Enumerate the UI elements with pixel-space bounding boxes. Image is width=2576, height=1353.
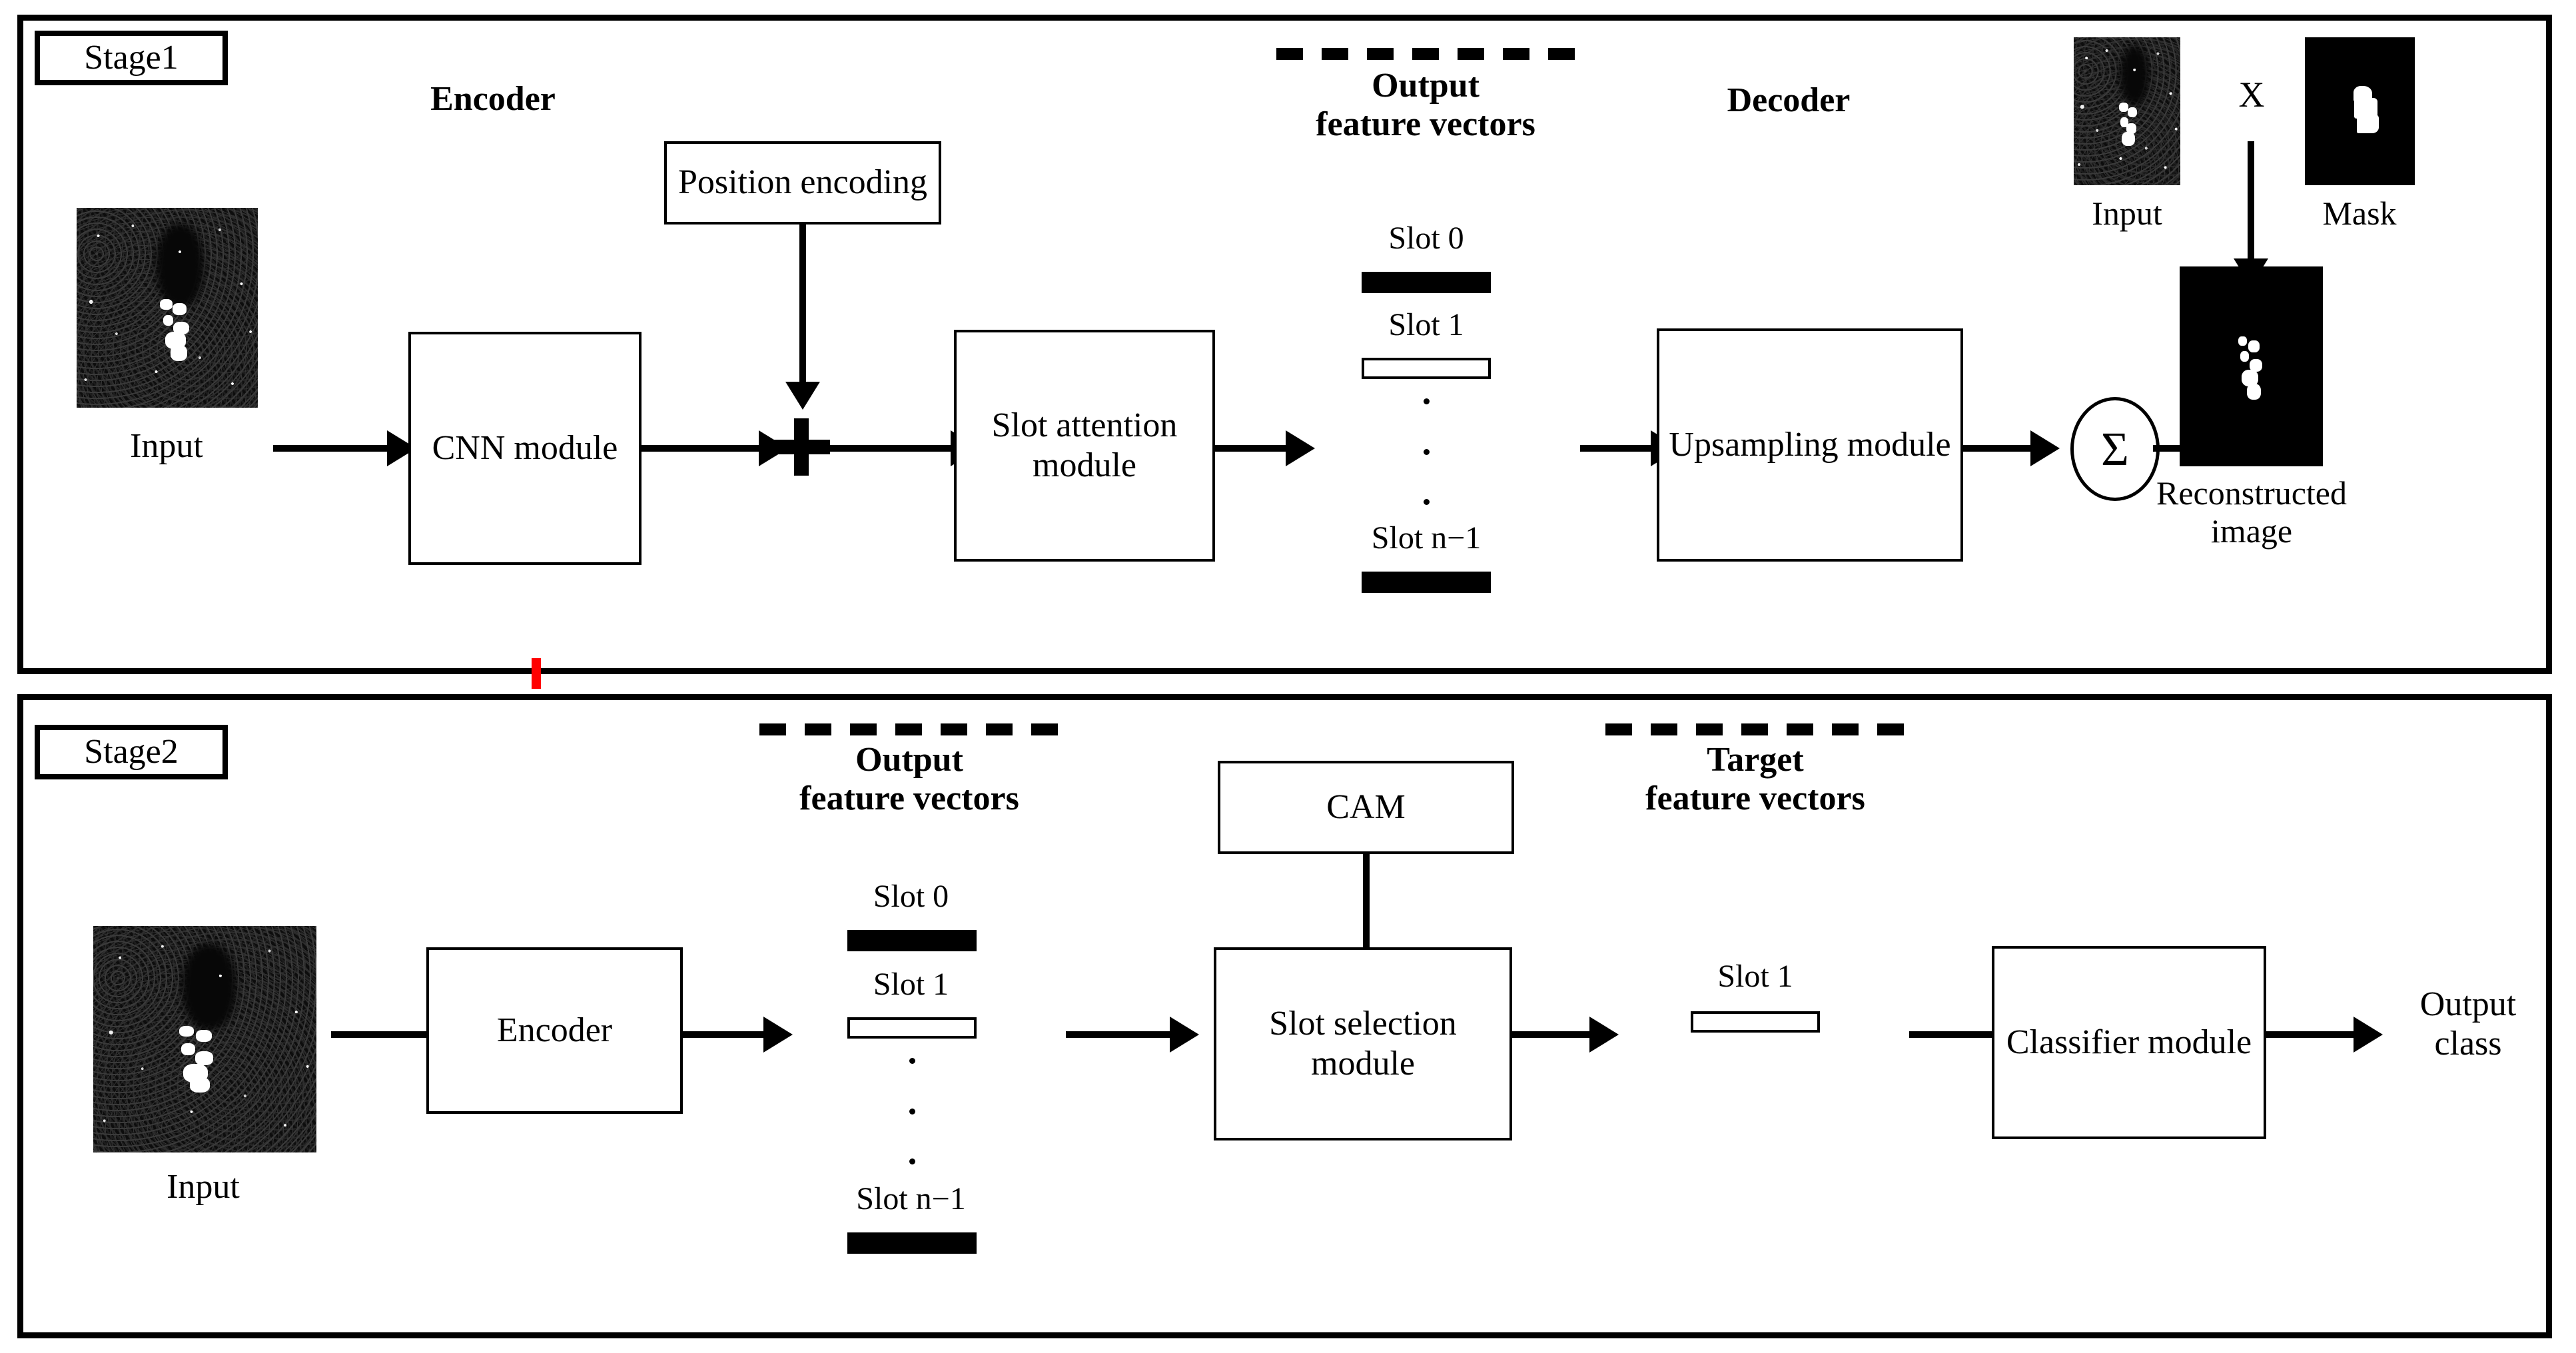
ofv2-border-top bbox=[759, 723, 1063, 729]
ofv2-border-bottom bbox=[759, 729, 1063, 735]
stage1-slotn-label: Slot n−1 bbox=[1371, 520, 1482, 556]
stage2-slot1-label: Slot 1 bbox=[873, 967, 949, 1002]
stage2-encoder-box[interactable]: Encoder bbox=[426, 947, 683, 1114]
encoder-border-right bbox=[1249, 59, 1254, 662]
target-slot1-label: Slot 1 bbox=[1717, 959, 1793, 994]
target-fv-title: Target feature vectors bbox=[1645, 741, 1865, 818]
arrow-slotselection-to-targetfv bbox=[1512, 1031, 1592, 1038]
slot-selection-module-box[interactable]: Slot selection module bbox=[1214, 947, 1512, 1140]
target-blob bbox=[155, 298, 202, 364]
reconstructed-image bbox=[2180, 266, 2323, 466]
stage1-multiply-input-image bbox=[2074, 37, 2180, 185]
target-feature-vectors-group bbox=[1605, 723, 1905, 1323]
stage1-slot1-bar bbox=[1362, 358, 1491, 379]
position-encoding-box[interactable]: Position encoding bbox=[664, 141, 941, 225]
arrow-cnn-to-sum bbox=[642, 445, 761, 452]
encoder-border-left bbox=[331, 59, 336, 662]
arrow-targetfv-to-classifier bbox=[1909, 1031, 1996, 1038]
stage1-output-feature-vectors-group bbox=[1276, 48, 1576, 634]
stage2-slotn-label: Slot n−1 bbox=[856, 1181, 966, 1216]
arrow-stage2input-to-encoder bbox=[331, 1031, 448, 1038]
slot-attention-module-box[interactable]: Slot attention module bbox=[954, 330, 1215, 562]
classifier-module-box[interactable]: Classifier module bbox=[1992, 946, 2266, 1139]
ofv1-border-bottom bbox=[1276, 54, 1576, 60]
arrow-classifier-to-outputclass bbox=[2266, 1031, 2356, 1038]
stage2-slotn-bar bbox=[847, 1232, 977, 1254]
stage1-slot1-label: Slot 1 bbox=[1388, 307, 1464, 342]
stage1-mask-image bbox=[2305, 37, 2415, 185]
tfv-border-bottom bbox=[1605, 729, 1905, 735]
stage1-multiply-input-caption: Input bbox=[2092, 195, 2162, 232]
encoder-border-bottom bbox=[331, 657, 1254, 662]
stage1-slot0-bar bbox=[1362, 272, 1491, 293]
stage2-slot1-bar bbox=[847, 1017, 977, 1039]
arrow-outputfv-to-decoder bbox=[1580, 445, 1653, 452]
stage1-input-image bbox=[77, 208, 258, 408]
stage2-slot0-bar bbox=[847, 930, 977, 951]
stage2-output-feature-vectors-group bbox=[759, 723, 1063, 1323]
plus-vertical-bar bbox=[794, 418, 809, 476]
reconstructed-image-caption: Reconstructed image bbox=[2156, 474, 2347, 550]
stage2-ofv-title: Output feature vectors bbox=[799, 741, 1019, 818]
stage1-input-caption: Input bbox=[130, 427, 203, 465]
stage1-tag: Stage1 bbox=[35, 31, 228, 85]
upsampling-module-box[interactable]: Upsampling module bbox=[1657, 328, 1963, 562]
stage1-slotn-bar bbox=[1362, 572, 1491, 593]
arrow-multiply-to-reconstructed bbox=[2248, 141, 2254, 261]
target-blob bbox=[174, 1025, 227, 1094]
arrow-upsampling-to-sigma bbox=[1963, 445, 2033, 452]
decoder-border-bottom bbox=[1633, 656, 2024, 661]
stage2-input-caption: Input bbox=[167, 1168, 240, 1206]
output-class-label: Output class bbox=[2419, 985, 2517, 1063]
decoder-border-top bbox=[1633, 48, 2024, 53]
sum-plus-operator bbox=[773, 418, 830, 476]
encoder-title: Encoder bbox=[430, 80, 556, 118]
stage1-mask-caption: Mask bbox=[2322, 195, 2397, 232]
reconstructed-target-blob bbox=[2236, 336, 2273, 402]
arrow-slotattention-to-outputfv bbox=[1215, 445, 1288, 452]
sar-speckle bbox=[2074, 37, 2180, 185]
stage1-ofv-title: Output feature vectors bbox=[1316, 67, 1535, 144]
stage2-input-image bbox=[93, 926, 316, 1152]
encoder-border-top bbox=[331, 59, 1254, 63]
stage1-slots-ellipsis bbox=[1423, 398, 1430, 505]
arrow-cam-to-slotselection bbox=[1363, 854, 1370, 971]
arrow-stage2outputfv-to-slotselection bbox=[1066, 1031, 1172, 1038]
cnn-module-box[interactable]: CNN module bbox=[408, 332, 642, 565]
target-blob bbox=[2116, 102, 2144, 150]
tfv-border-top bbox=[1605, 723, 1905, 729]
stage2-slot0-label: Slot 0 bbox=[873, 879, 949, 914]
arrow-stage2encoder-to-outputfv bbox=[683, 1031, 766, 1038]
ofv1-border-top bbox=[1276, 48, 1576, 54]
decoder-title: Decoder bbox=[1727, 81, 1851, 119]
stage1-slot0-label: Slot 0 bbox=[1388, 221, 1464, 256]
decoder-border-right bbox=[2019, 48, 2024, 661]
stage2-tag: Stage2 bbox=[35, 725, 228, 779]
target-slot1-bar bbox=[1691, 1011, 1820, 1033]
arrow-sum-to-slotattention bbox=[830, 445, 953, 452]
decoder-border-left bbox=[1633, 48, 1638, 661]
arrow-input-to-cnn bbox=[273, 445, 390, 452]
cam-box[interactable]: CAM bbox=[1218, 761, 1514, 854]
stage2-slots-ellipsis bbox=[909, 1058, 915, 1164]
arrow-posenc-to-sum bbox=[799, 225, 806, 384]
multiply-symbol: X bbox=[2238, 75, 2265, 115]
